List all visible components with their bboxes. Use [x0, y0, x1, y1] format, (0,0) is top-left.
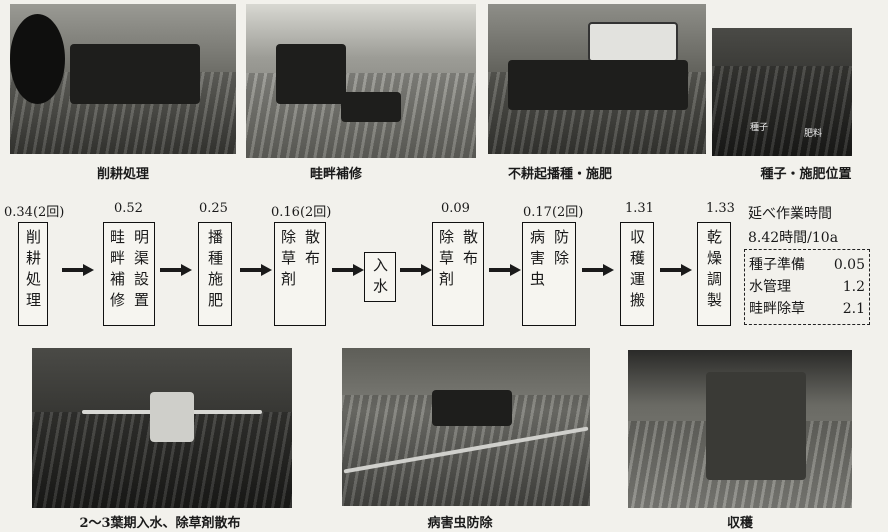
- photo-no-till-seeding: [488, 4, 706, 154]
- arrow-2: [160, 264, 192, 276]
- label-fertilizer: 肥料: [804, 129, 823, 139]
- arrow-1: [62, 264, 94, 276]
- hours-step-4: 0.16(2回): [271, 205, 332, 220]
- hours-step-7: 0.17(2回): [523, 205, 584, 220]
- step-tillage-text: 削耕処理: [24, 229, 42, 313]
- hours-step-6: 0.09: [441, 201, 470, 216]
- hours-step-8: 1.31: [625, 201, 654, 216]
- label-seed: 種子: [750, 123, 769, 133]
- tillage-machine: [70, 44, 200, 104]
- summary-breakdown: 種子準備 0.05 水管理 1.2 畦畔除草 2.1: [744, 249, 870, 325]
- summary-label: 種子準備: [749, 257, 805, 273]
- arrow-3: [240, 264, 272, 276]
- step-levee-text: 畦畔補修: [108, 229, 126, 313]
- step-drain-levee: 明渠設置 畦畔補修: [103, 222, 155, 326]
- caption-herbicide-spraying: 2～3葉期入水、除草剤散布: [79, 516, 241, 531]
- photo-herbicide-spraying: [32, 348, 292, 508]
- photo-seed-fertilizer-position: 種子 肥料: [712, 28, 852, 156]
- combine-harvester: [706, 372, 806, 480]
- summary-title: 延べ作業時間: [748, 206, 832, 222]
- levee-shaper: [341, 92, 401, 122]
- sprayer-vehicle: [150, 392, 194, 442]
- arrow-7: [582, 264, 614, 276]
- caption-no-till-seeding: 不耕起播種・施肥: [507, 167, 613, 182]
- step-flooding: 入水: [364, 252, 396, 302]
- photo-levee-repair: [246, 4, 476, 158]
- summary-label: 畦畔除草: [749, 301, 805, 317]
- step-seeding: 播種施肥: [198, 222, 232, 326]
- step-pest-control-action: 防除: [552, 229, 570, 271]
- photo-harvest: [628, 350, 852, 508]
- tractor-body: [276, 44, 346, 104]
- photo-pest-control: [342, 348, 590, 506]
- summary-row: 水管理 1.2: [749, 276, 865, 298]
- step-herbicide-2-agent: 除草剤: [437, 229, 455, 292]
- step-herbicide-1: 散布 除草剤: [274, 222, 326, 326]
- hours-step-9: 1.33: [706, 201, 735, 216]
- step-drain-text: 明渠設置: [132, 229, 150, 313]
- caption-seed-fertilizer-position: 種子・施肥位置: [760, 167, 852, 182]
- tractor-wheel: [10, 14, 65, 104]
- hours-step-2: 0.52: [114, 201, 143, 216]
- summary-label: 水管理: [749, 279, 791, 295]
- step-harvest: 収穫運搬: [620, 222, 654, 326]
- summary-value: 2.1: [842, 301, 865, 317]
- step-pest-control: 防除 病害虫: [522, 222, 576, 326]
- step-drying-text: 乾燥調製: [705, 229, 723, 313]
- summary-total: 8.42時間/10a: [748, 230, 839, 246]
- step-herbicide-2-spray: 散布: [461, 229, 479, 271]
- caption-levee-repair: 畦畔補修: [309, 167, 363, 182]
- arrow-4: [332, 264, 364, 276]
- hours-step-1: 0.34(2回): [4, 205, 65, 220]
- arrow-8: [660, 264, 692, 276]
- sprayer-tank: [432, 390, 512, 426]
- photo-tillage: [10, 4, 236, 154]
- seeder-hopper: [588, 22, 678, 62]
- caption-harvest: 収穫: [726, 516, 754, 531]
- step-seeding-text: 播種施肥: [206, 229, 224, 313]
- arrow-6: [489, 264, 521, 276]
- summary-value: 0.05: [833, 257, 865, 273]
- hours-step-3: 0.25: [199, 201, 228, 216]
- arrow-5: [400, 264, 432, 276]
- step-herbicide-2: 散布 除草剤: [432, 222, 484, 326]
- seeder-frame: [508, 60, 688, 110]
- caption-tillage: 削耕処理: [96, 167, 150, 182]
- step-herbicide-1-spray: 散布: [303, 229, 321, 271]
- step-flooding-text: 入水: [371, 257, 389, 299]
- summary-row: 種子準備 0.05: [749, 254, 865, 276]
- step-herbicide-1-agent: 除草剤: [279, 229, 297, 292]
- step-drying: 乾燥調製: [697, 222, 731, 326]
- step-pest-control-target: 病害虫: [528, 229, 546, 292]
- summary-row: 畦畔除草 2.1: [749, 298, 865, 320]
- step-harvest-text: 収穫運搬: [628, 229, 646, 313]
- soil-texture: [712, 66, 852, 156]
- step-tillage: 削耕処理: [18, 222, 48, 326]
- caption-pest-control: 病害虫防除: [427, 516, 493, 531]
- summary-value: 1.2: [842, 279, 865, 295]
